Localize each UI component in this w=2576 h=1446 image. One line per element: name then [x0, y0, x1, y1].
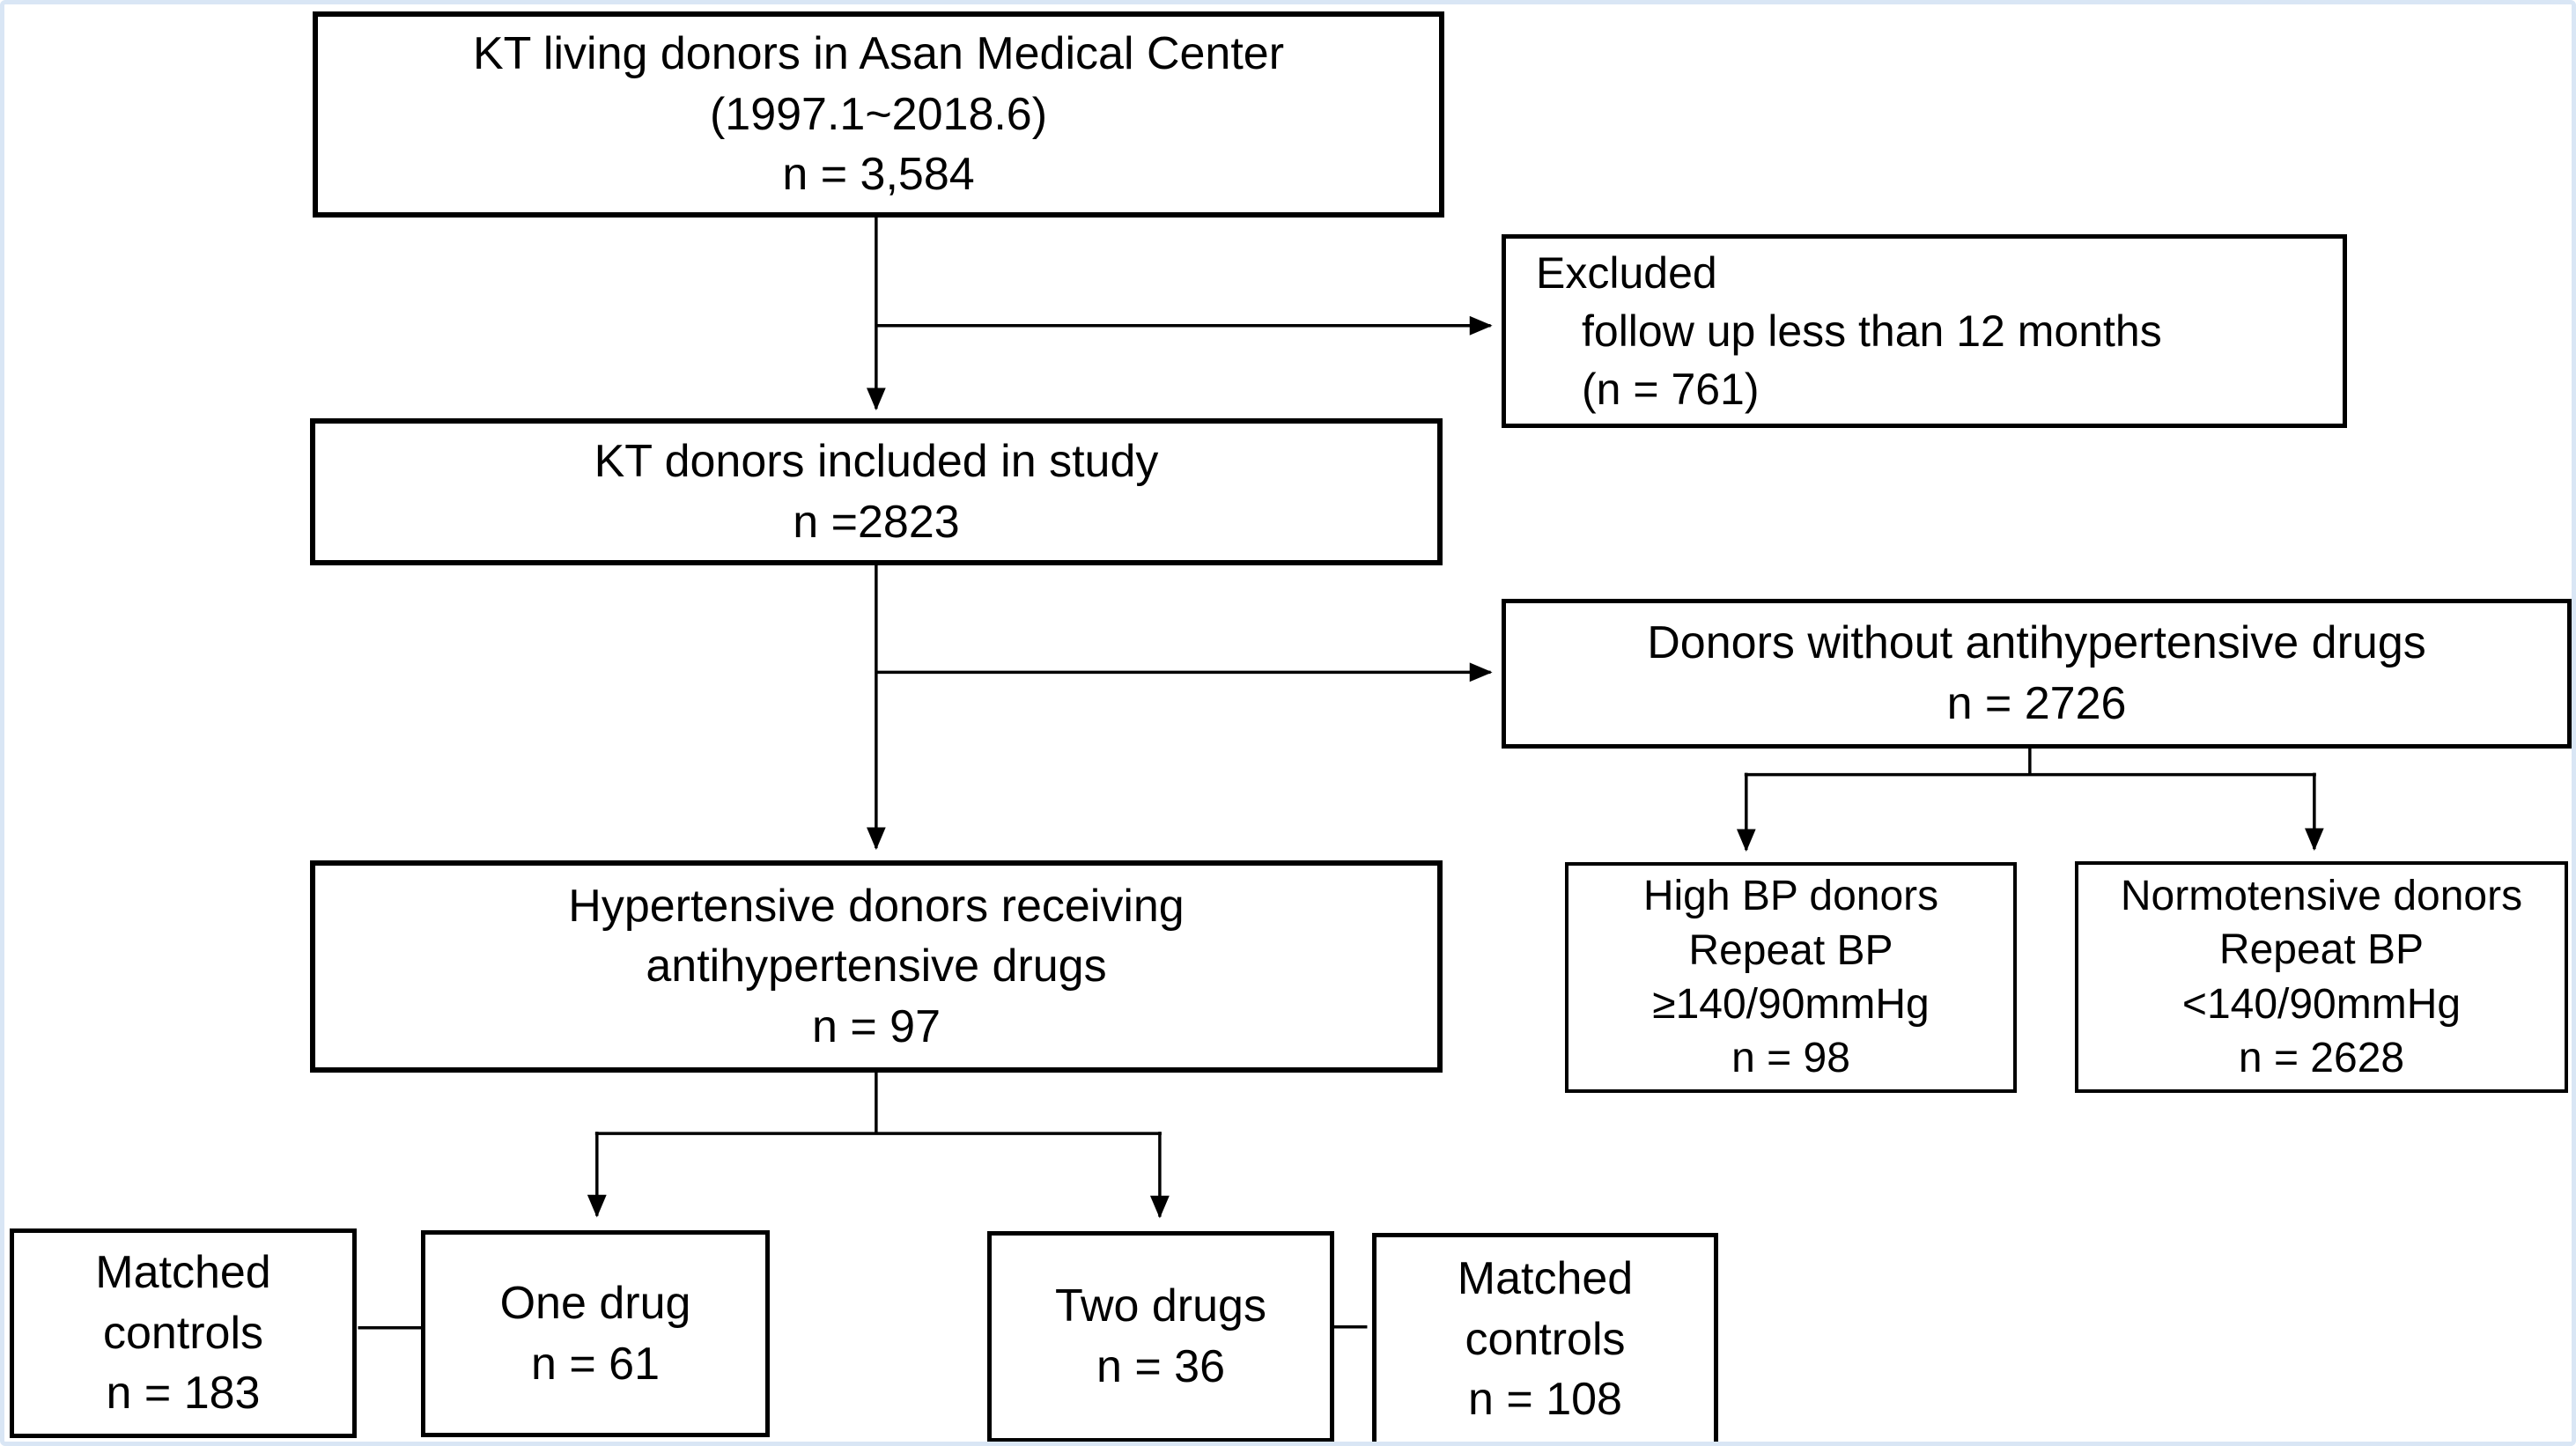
box-text-line: Repeat BP [1688, 926, 1893, 974]
box-donors-without-drugs: Donors without antihypertensive drugs n … [1502, 599, 2572, 749]
box-text-line: n = 36 [1096, 1341, 1226, 1392]
box-text-line: ≥140/90mmHg [1652, 981, 1930, 1028]
box-text-line: n =2823 [793, 496, 960, 548]
box-text-line: n = 2628 [2238, 1034, 2405, 1081]
box-text-line: Matched [95, 1247, 271, 1299]
box-text-line: Repeat BP [2218, 926, 2425, 974]
box-text-line: Two drugs [1055, 1280, 1266, 1332]
box-text-line: controls [1465, 1313, 1626, 1365]
box-text-line: Normotensive donors [2120, 872, 2523, 919]
box-text-line: (n = 761) [1582, 365, 1760, 414]
box-text-line: Donors without antihypertensive drugs [1647, 617, 2426, 669]
box-matched-controls-one-drug: Matched controls n = 183 [10, 1228, 357, 1438]
box-text-line: KT living donors in Asan Medical Center [472, 28, 1285, 80]
box-text-line: High BP donors [1642, 873, 1939, 920]
box-text-line: n = 98 [1731, 1035, 1850, 1082]
box-text-line: n = 2726 [1946, 678, 2127, 729]
box-text-line: n = 108 [1468, 1374, 1622, 1426]
box-matched-controls-two-drugs: Matched controls n = 108 [1372, 1233, 1718, 1442]
box-text-line: KT donors included in study [594, 435, 1159, 487]
box-text-line: n = 97 [811, 1000, 941, 1052]
box-text-line: One drug [499, 1277, 691, 1329]
box-text-line: Hypertensive donors receiving [568, 880, 1185, 932]
box-text-line: <140/90mmHg [2181, 980, 2462, 1028]
box-text-line: Excluded [1536, 248, 1717, 298]
box-text-line: controls [102, 1307, 264, 1359]
box-two-drugs: Two drugs n = 36 [987, 1231, 1334, 1442]
box-included-donors: KT donors included in study n =2823 [310, 418, 1443, 565]
box-text-line: n = 3,584 [782, 149, 975, 201]
box-text-line: antihypertensive drugs [646, 941, 1107, 992]
box-excluded: Excluded follow up less than 12 months (… [1502, 234, 2347, 428]
box-text-line: Matched [1457, 1253, 1634, 1305]
box-text-line: n = 61 [530, 1338, 661, 1390]
box-text-line: follow up less than 12 months [1582, 306, 2162, 356]
box-normotensive-donors: Normotensive donors Repeat BP <140/90mmH… [2075, 861, 2568, 1093]
box-text-line: n = 183 [106, 1368, 261, 1420]
box-text-line: (1997.1~2018.6) [709, 88, 1048, 140]
box-hypertensive-donors: Hypertensive donors receiving antihypert… [310, 860, 1443, 1073]
box-one-drug: One drug n = 61 [421, 1230, 770, 1437]
box-source-population: KT living donors in Asan Medical Center … [313, 11, 1444, 218]
box-high-bp-donors: High BP donors Repeat BP ≥140/90mmHg n =… [1565, 862, 2017, 1093]
